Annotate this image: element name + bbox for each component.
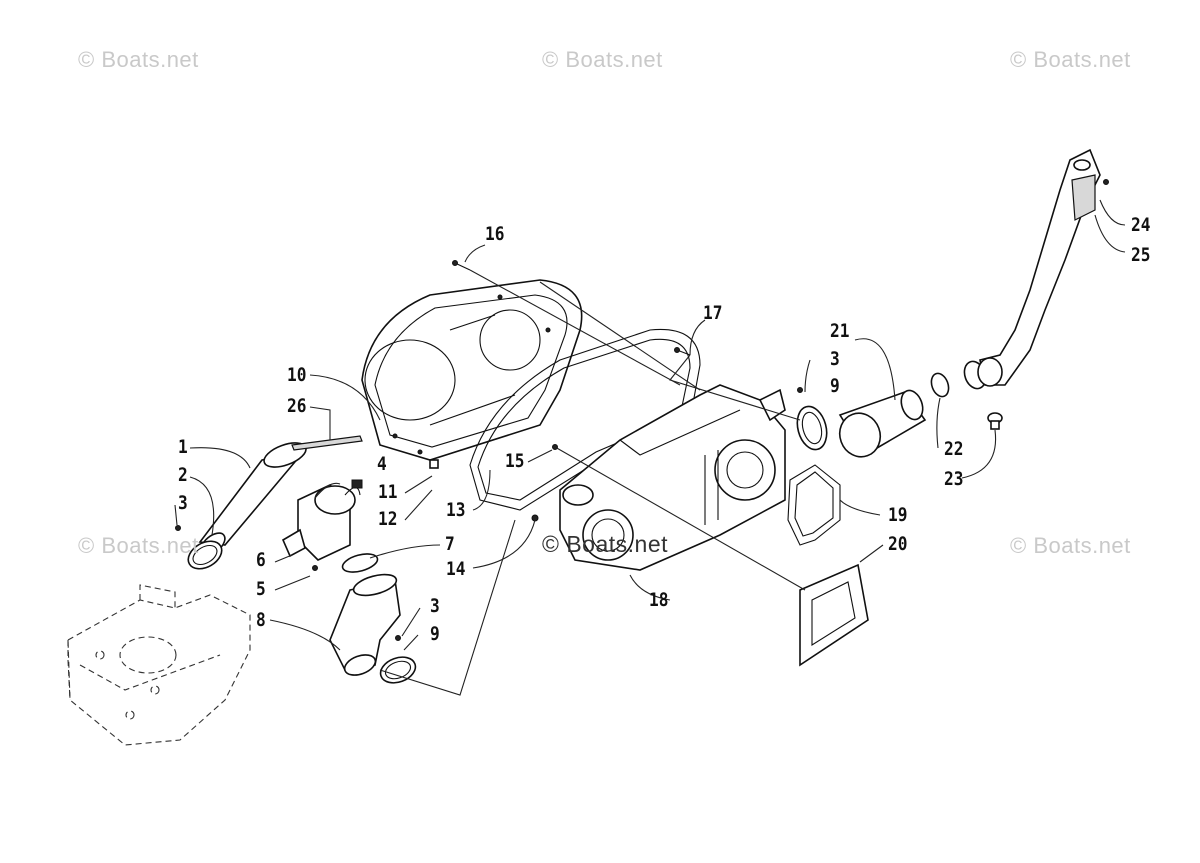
part-4-sensor-housing <box>281 479 363 561</box>
callout-15: 15 <box>505 450 525 472</box>
watermark: © Boats.net <box>1010 533 1131 558</box>
part-9-clamp-upper <box>796 387 828 451</box>
callout-3: 3 <box>178 492 188 514</box>
callout-6: 6 <box>256 549 266 571</box>
part-8-elbow-boot <box>329 573 401 676</box>
part-11-fastener <box>429 459 439 469</box>
watermark: © Boats.net <box>78 47 199 72</box>
callout-8: 8 <box>256 609 266 631</box>
callout-18: 18 <box>649 589 669 611</box>
part-20-plate <box>799 563 869 667</box>
part-21-duct <box>838 389 927 458</box>
part-18-inner-case <box>531 384 786 571</box>
callout-3: 3 <box>830 348 840 370</box>
fasteners <box>452 260 691 450</box>
watermark: © Boats.net <box>542 47 663 72</box>
part-19-gasket <box>787 464 841 546</box>
part-25-outlet-tube <box>977 148 1109 387</box>
callout-1: 1 <box>178 436 188 458</box>
callout-16: 16 <box>485 223 505 245</box>
callout-11: 11 <box>378 481 398 503</box>
callout-17: 17 <box>703 302 723 324</box>
callout-26: 26 <box>287 395 307 417</box>
part-10-outer-cover <box>361 279 583 461</box>
leader-lines <box>174 199 1126 696</box>
part-7-clamp <box>312 553 379 573</box>
callout-19: 19 <box>888 504 908 526</box>
callout-21: 21 <box>830 320 850 342</box>
callout-9: 9 <box>830 375 840 397</box>
callout-9: 9 <box>430 623 440 645</box>
callout-10: 10 <box>287 364 307 386</box>
callout-25: 25 <box>1131 244 1151 266</box>
watermark: © Boats.net <box>78 533 199 558</box>
part-13-gasket <box>469 328 701 511</box>
part-26-strip <box>291 435 363 451</box>
callout-14: 14 <box>446 558 466 580</box>
base-housing <box>67 584 251 746</box>
callout-12: 12 <box>378 508 398 530</box>
callout-3: 3 <box>430 595 440 617</box>
callout-20: 20 <box>888 533 908 555</box>
callout-2: 2 <box>178 464 188 486</box>
part-9-clamp-lower <box>379 635 417 684</box>
callout-22: 22 <box>944 438 964 460</box>
callout-4: 4 <box>377 453 387 475</box>
part-23-fitting <box>987 412 1003 430</box>
part-2-clamp <box>175 525 223 570</box>
callout-7: 7 <box>445 533 455 555</box>
watermark-center: © Boats.net <box>542 531 669 557</box>
watermark: © Boats.net <box>1010 47 1131 72</box>
callout-24: 24 <box>1131 214 1151 236</box>
callout-5: 5 <box>256 578 266 600</box>
callout-13: 13 <box>446 499 466 521</box>
callout-23: 23 <box>944 468 964 490</box>
